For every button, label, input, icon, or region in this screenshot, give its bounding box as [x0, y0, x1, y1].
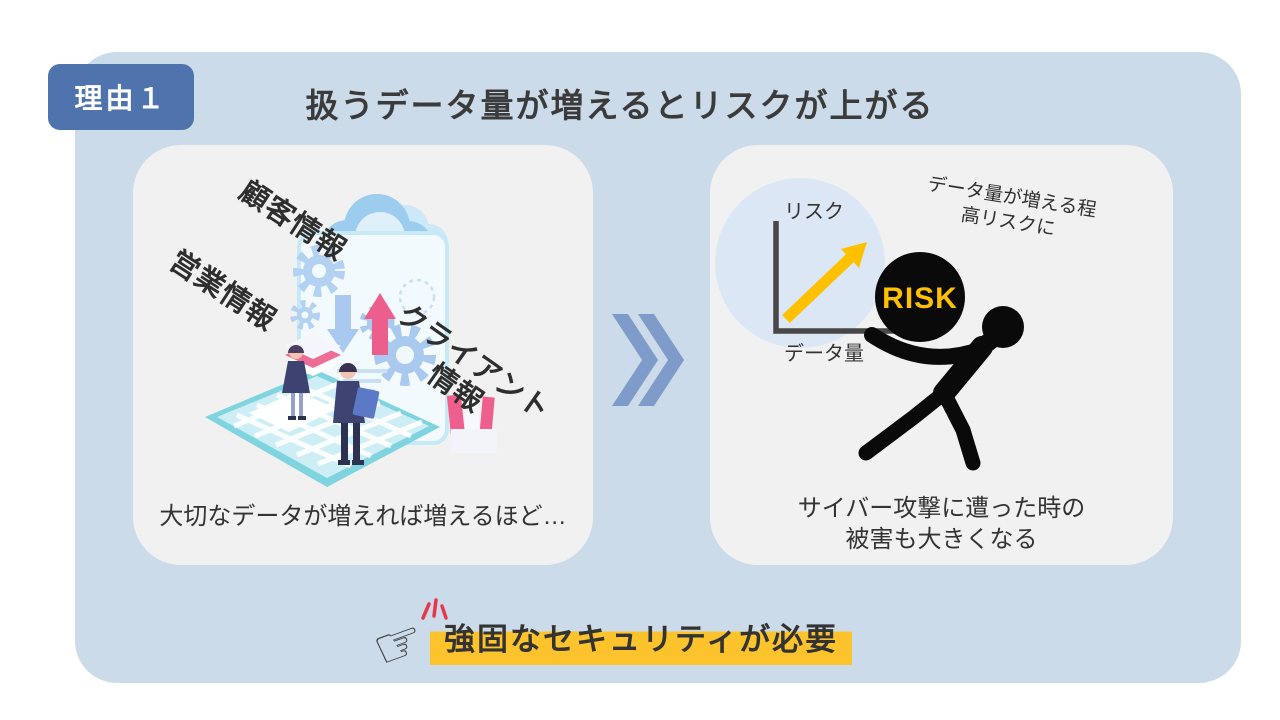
risk-chart-axes: [773, 221, 902, 334]
left-panel-caption: 大切なデータが増えれば増えるほど…: [159, 503, 567, 530]
book-stack: [446, 393, 497, 453]
data-teamwork-illustration: [205, 194, 497, 487]
double-chevron-icon: [612, 314, 684, 406]
worker-figure: [333, 363, 380, 465]
reason-badge: 理由１: [48, 64, 194, 130]
right-panel-caption-line1: サイバー攻撃に遭った時の: [797, 495, 1086, 522]
chart-y-axis-label: リスク: [784, 201, 844, 223]
risk-ball-label: RISK: [882, 282, 958, 315]
upload-arrow-icon: [364, 293, 396, 355]
risk-graphic: RISK: [715, 178, 1024, 471]
risk-figure-icon: RISK: [858, 252, 1024, 471]
page-title: 扱うデータ量が増えるとリスクが上がる: [305, 87, 935, 124]
download-arrow-icon: [327, 295, 359, 353]
conclusion-text: 強固なセキュリティが必要: [430, 611, 853, 665]
chart-x-axis-label: データ量: [784, 343, 864, 365]
dashed-circle-shape: [398, 278, 436, 316]
worker-figure: [282, 345, 310, 420]
emphasis-spark-icon: [421, 598, 448, 620]
reason-badge-label: 理由１: [74, 83, 168, 114]
data-growth-panel: 顧客情報 営業情報 クライアント 情報 大切なデータが増えれば増えるほど…: [133, 145, 593, 565]
risk-panel: RISK リスク データ量 データ量が増える程 高リスクに サイバー攻撃に遭った…: [710, 145, 1173, 565]
right-panel-caption: サイバー攻撃に遭った時の 被害も大きくなる: [710, 493, 1173, 555]
risk-ball-shape: [875, 252, 965, 342]
chart-circle-shape: [715, 178, 885, 348]
gear-icon: [290, 300, 320, 330]
growth-arrow-icon: [782, 242, 867, 323]
right-panel-caption-line2: 被害も大きくなる: [845, 526, 1038, 553]
gear-icon: [293, 245, 345, 297]
